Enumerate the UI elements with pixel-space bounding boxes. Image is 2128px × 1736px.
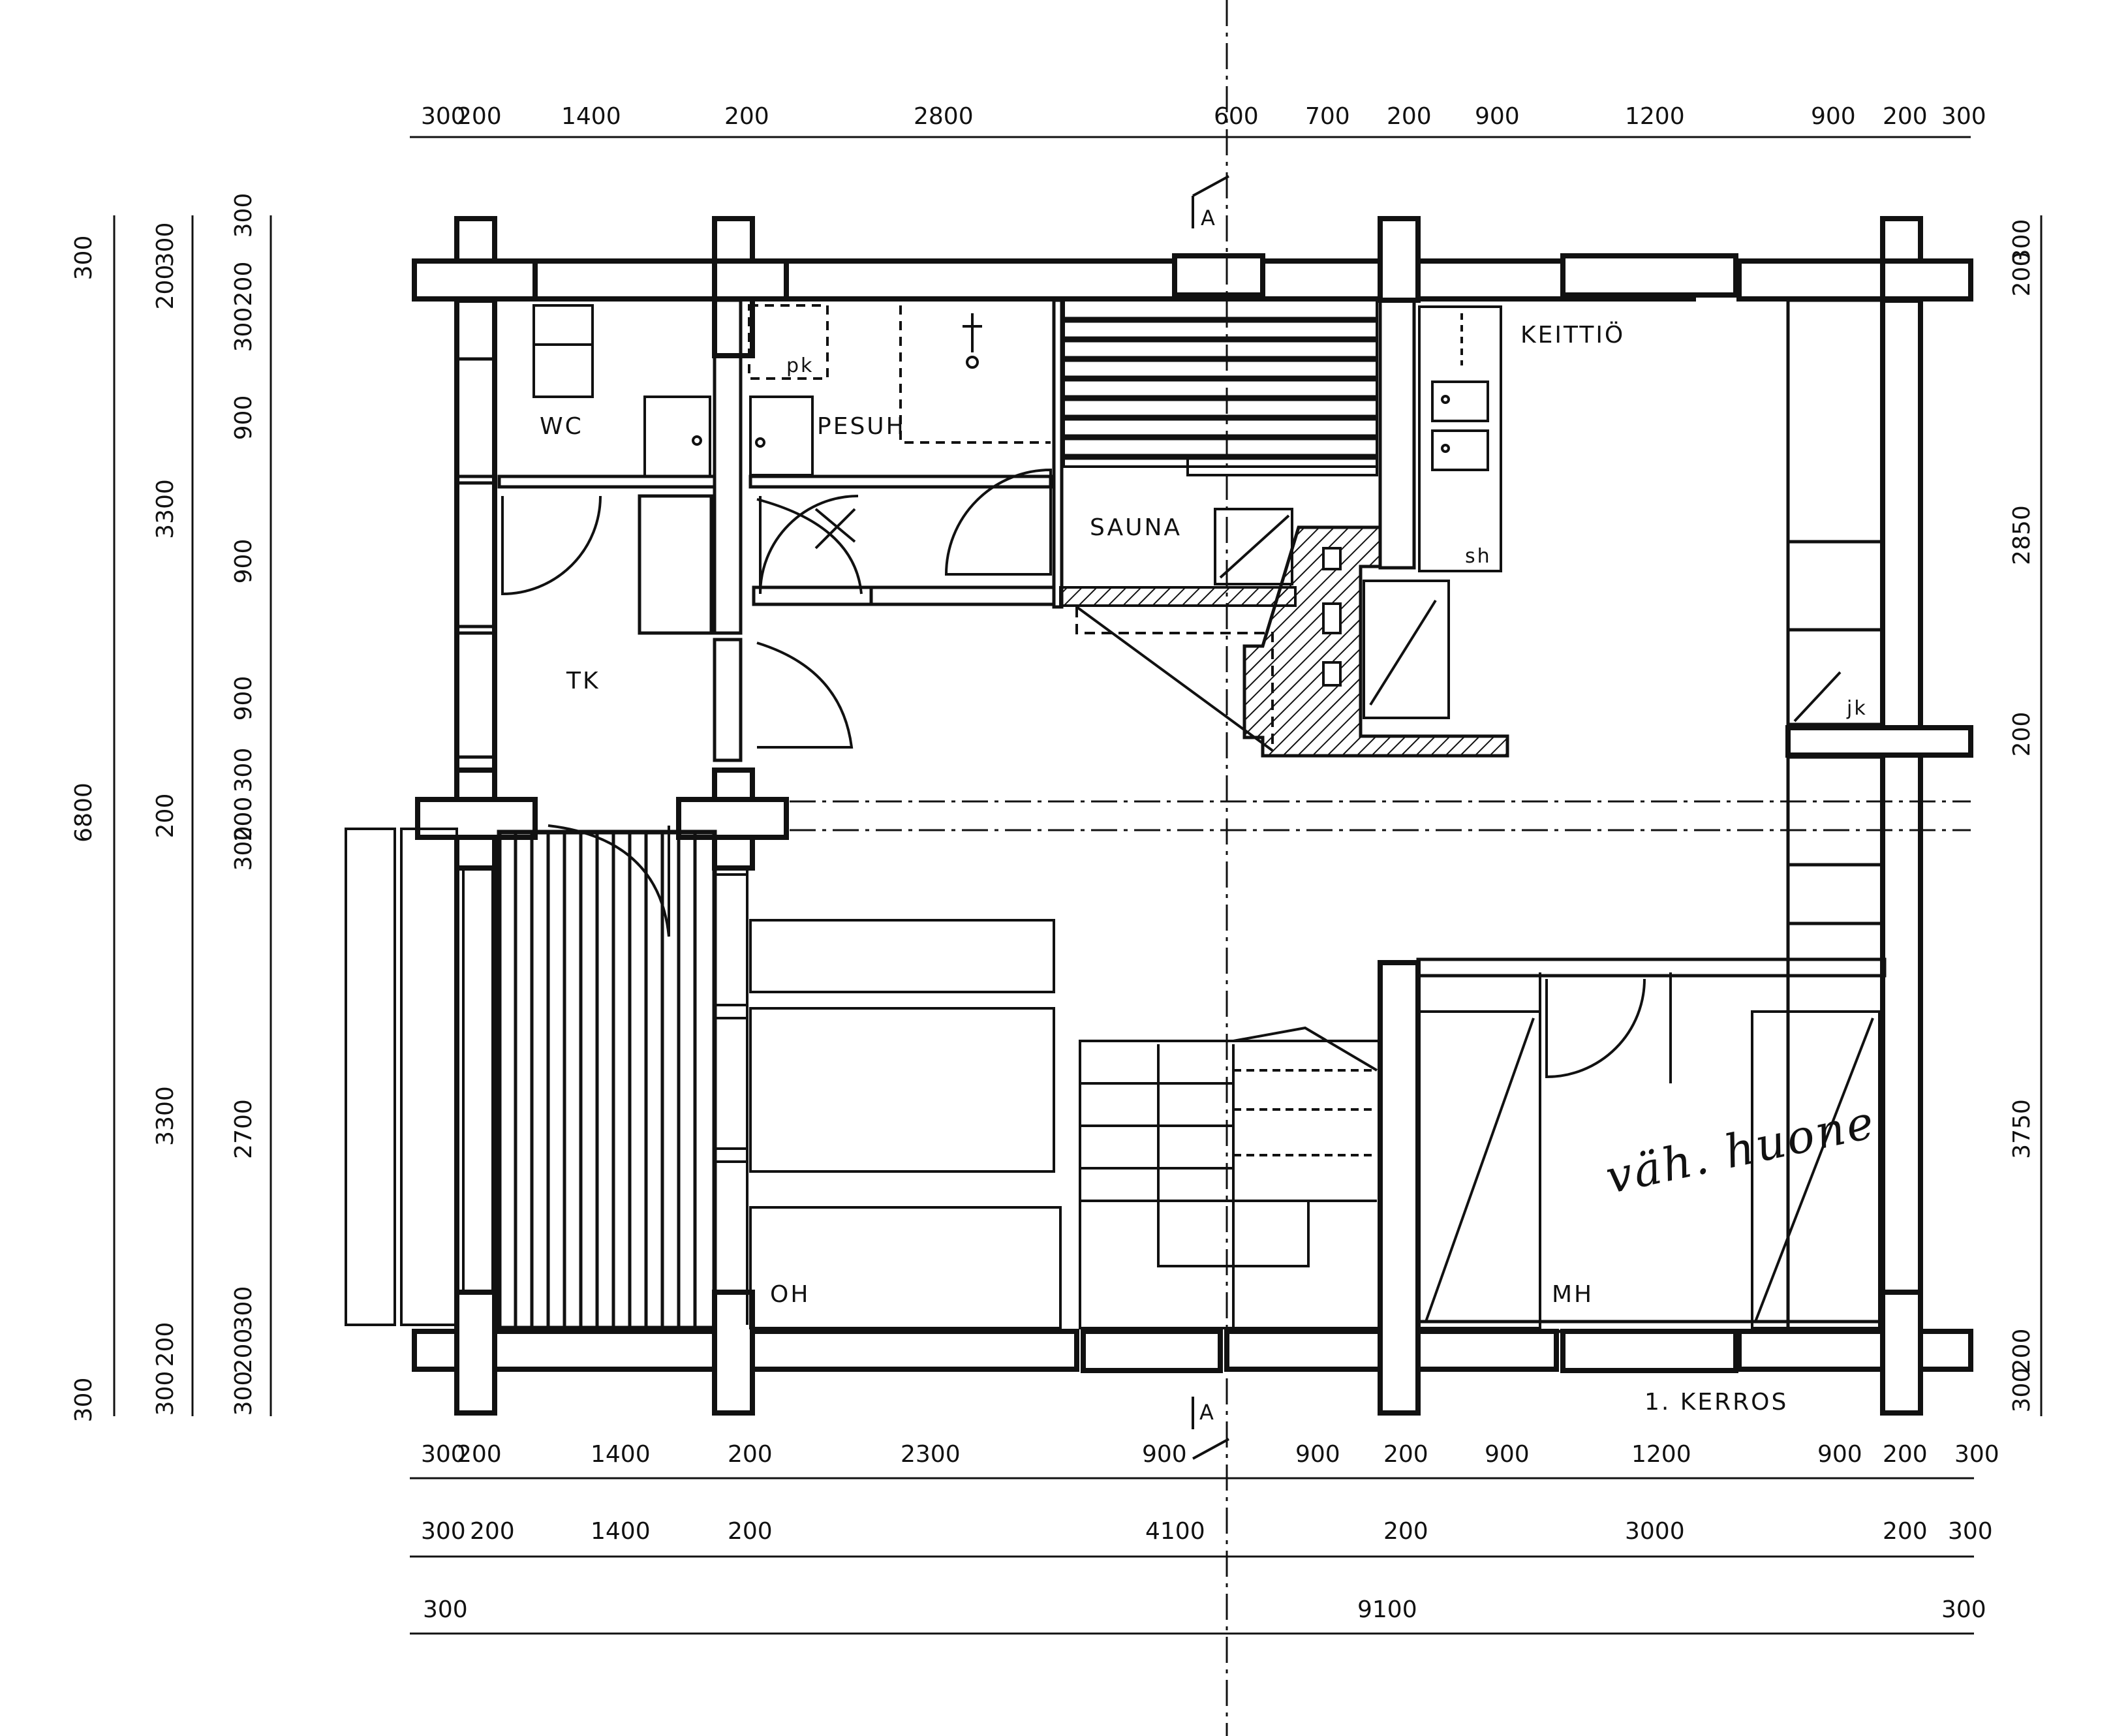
dim-left-outer-2: 300 bbox=[70, 1378, 97, 1423]
dim-bottom1-5: 900 bbox=[1142, 1441, 1187, 1468]
dim-bottom2-6: 3000 bbox=[1625, 1518, 1685, 1545]
dim-top-4: 2800 bbox=[914, 103, 974, 130]
dim-left-mid-5: 200 bbox=[152, 1322, 179, 1367]
dim-right-1: 200 bbox=[2009, 252, 2035, 297]
room-label-tk: TK bbox=[566, 668, 600, 694]
dim-left-inner-3: 900 bbox=[230, 395, 257, 441]
floor-label: 1. KERROS bbox=[1644, 1389, 1788, 1416]
doors bbox=[501, 468, 1646, 1079]
room-label-keittio: KEITTIÖ bbox=[1520, 321, 1625, 349]
dim-bottom2-7: 200 bbox=[1883, 1518, 1928, 1545]
dim-bottom1-10: 900 bbox=[1817, 1441, 1862, 1468]
dim-top-0: 300 bbox=[421, 103, 466, 130]
dim-right-4: 3750 bbox=[2009, 1099, 2035, 1159]
chimney-hatch bbox=[1059, 525, 1509, 758]
dim-top-5: 600 bbox=[1214, 103, 1259, 130]
dim-bottom2-4: 4100 bbox=[1145, 1518, 1205, 1545]
room-label-wc: WC bbox=[540, 413, 583, 440]
section-markers bbox=[1192, 175, 1229, 1460]
dim-top-6: 700 bbox=[1305, 103, 1350, 130]
dim-bottom3-2: 300 bbox=[1941, 1596, 1986, 1623]
dim-bottom1-9: 1200 bbox=[1631, 1441, 1691, 1468]
room-label-mh: MH bbox=[1552, 1281, 1594, 1308]
dim-top-10: 900 bbox=[1811, 103, 1856, 130]
outer-walls bbox=[412, 253, 1973, 1373]
dim-bottom1-0: 300 bbox=[421, 1441, 466, 1468]
dim-top-2: 1400 bbox=[561, 103, 621, 130]
dim-bottom3-0: 300 bbox=[423, 1596, 468, 1623]
dim-top-12: 300 bbox=[1941, 103, 1986, 130]
room-label-pk: pk bbox=[786, 354, 814, 377]
dim-bottom1-4: 2300 bbox=[901, 1441, 961, 1468]
room-label-sh: sh bbox=[1465, 545, 1492, 568]
dim-left-outer-1: 6800 bbox=[70, 783, 97, 843]
dim-bottom1-1: 200 bbox=[457, 1441, 502, 1468]
handwritten-note: väh. huone bbox=[1601, 1095, 1881, 1204]
dim-top-7: 200 bbox=[1387, 103, 1432, 130]
dim-left-inner-12: 300 bbox=[230, 1371, 257, 1416]
dim-left-mid-6: 300 bbox=[152, 1371, 179, 1416]
dim-left-inner-4: 900 bbox=[230, 539, 257, 584]
dim-top-3: 200 bbox=[724, 103, 769, 130]
section-mark-bottom: A bbox=[1199, 1400, 1216, 1425]
dimension-lines bbox=[113, 136, 2043, 1635]
dim-bottom2-3: 200 bbox=[728, 1518, 773, 1545]
section-mark-top: A bbox=[1201, 206, 1217, 230]
dim-bottom3-1: 9100 bbox=[1357, 1596, 1417, 1623]
room-label-oh: OH bbox=[770, 1281, 810, 1308]
fixtures bbox=[345, 299, 1881, 1331]
dim-right-6: 300 bbox=[2009, 1368, 2035, 1413]
dim-left-inner-8: 300 bbox=[230, 826, 257, 871]
dim-top-1: 200 bbox=[457, 103, 502, 130]
room-label-sauna: SAUNA bbox=[1090, 514, 1182, 541]
dim-left-inner-9: 2700 bbox=[230, 1099, 257, 1159]
dim-bottom1-3: 200 bbox=[728, 1441, 773, 1468]
dim-bottom2-8: 300 bbox=[1948, 1518, 1993, 1545]
dim-right-2: 2850 bbox=[2009, 505, 2035, 565]
log-corners bbox=[412, 216, 1973, 1416]
dim-left-inner-11: 200 bbox=[230, 1329, 257, 1374]
dim-top-11: 200 bbox=[1883, 103, 1928, 130]
dim-bottom1-11: 200 bbox=[1883, 1441, 1928, 1468]
dim-right-5: 200 bbox=[2009, 1329, 2035, 1374]
dim-left-inner-1: 200 bbox=[230, 262, 257, 307]
dim-bottom1-2: 1400 bbox=[591, 1441, 651, 1468]
dim-left-inner-2: 300 bbox=[230, 307, 257, 352]
room-label-jk: jk bbox=[1846, 697, 1868, 720]
dim-bottom1-7: 200 bbox=[1383, 1441, 1428, 1468]
dim-left-mid-1: 200 bbox=[152, 265, 179, 310]
dim-left-inner-10: 300 bbox=[230, 1286, 257, 1331]
dim-top-8: 900 bbox=[1475, 103, 1520, 130]
section-line bbox=[790, 0, 1971, 1736]
dim-left-mid-3: 200 bbox=[152, 794, 179, 839]
dim-bottom1-12: 300 bbox=[1954, 1441, 1999, 1468]
dim-left-mid-4: 3300 bbox=[152, 1086, 179, 1146]
dim-bottom1-8: 900 bbox=[1485, 1441, 1530, 1468]
dim-left-inner-7: 200 bbox=[230, 797, 257, 842]
dim-bottom2-1: 200 bbox=[470, 1518, 515, 1545]
dim-left-inner-6: 300 bbox=[230, 748, 257, 793]
dim-right-0: 300 bbox=[2009, 219, 2035, 264]
dim-left-inner-5: 900 bbox=[230, 676, 257, 721]
dim-left-mid-2: 3300 bbox=[152, 479, 179, 539]
dim-left-mid-0: 300 bbox=[152, 223, 179, 268]
dim-bottom2-0: 300 bbox=[421, 1518, 466, 1545]
dim-left-outer-0: 300 bbox=[70, 236, 97, 281]
dim-top-9: 1200 bbox=[1625, 103, 1685, 130]
dim-bottom1-6: 900 bbox=[1295, 1441, 1340, 1468]
dim-left-inner-0: 300 bbox=[230, 193, 257, 238]
dim-right-3: 200 bbox=[2009, 712, 2035, 757]
dim-bottom2-5: 200 bbox=[1383, 1518, 1428, 1545]
room-label-pesuh: PESUH bbox=[817, 413, 906, 440]
dim-bottom2-2: 1400 bbox=[591, 1518, 651, 1545]
